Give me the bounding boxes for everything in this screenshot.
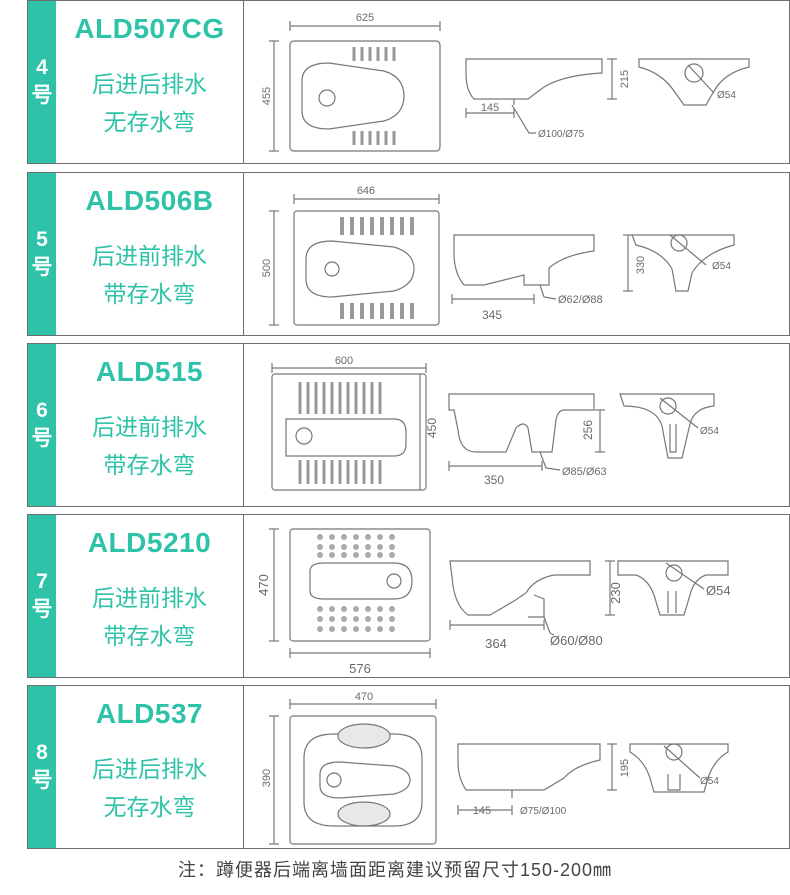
top-width-label: 600 [335, 355, 353, 367]
product-name-cell: ALD5210 后进前排水 带存水弯 [56, 515, 244, 677]
side-length-label: 364 [485, 636, 507, 651]
side-length-label: 145 [481, 102, 499, 114]
product-drain-type: 后进后排水 [92, 756, 207, 782]
product-model: ALD5210 [87, 527, 212, 558]
side-view-drawing [465, 58, 617, 134]
product-row: 6 号 ALD515 后进前排水 带存水弯 600 450 [27, 343, 790, 507]
side-view-drawing [449, 560, 615, 636]
side-height-label: 256 [581, 420, 595, 440]
product-drain-type: 后进前排水 [92, 585, 207, 611]
product-number-suffix: 号 [31, 256, 53, 279]
side-length-label: 345 [482, 308, 502, 322]
product-drain-type: 后进前排水 [92, 243, 207, 269]
product-model: ALD515 [95, 356, 204, 387]
side-length-label: 145 [473, 805, 491, 817]
product-trap-type: 无存水弯 [103, 109, 196, 135]
product-number: 4 [36, 56, 48, 79]
side-height-label: 330 [635, 256, 647, 274]
top-height-label: 470 [256, 574, 271, 596]
product-model: ALD506B [85, 185, 214, 216]
product-name-cell: ALD507CG 后进后排水 无存水弯 [56, 1, 244, 163]
top-view-drawing [271, 363, 427, 491]
technical-drawings: 470 576 364 230 Ø60/Ø80 Ø54 [244, 515, 789, 677]
top-view-drawing [269, 21, 441, 152]
product-number: 5 [36, 228, 48, 251]
product-number-tab: 8 号 [28, 686, 56, 848]
top-view-drawing [269, 699, 437, 845]
product-name-cell: ALD506B 后进前排水 带存水弯 [56, 173, 244, 335]
side-length-label: 350 [484, 473, 504, 487]
top-height-label: 500 [261, 259, 273, 277]
side-pipe-label: Ø85/Ø63 [562, 466, 607, 478]
side-pipe-label: Ø75/Ø100 [520, 806, 567, 817]
product-model: ALD537 [95, 698, 204, 729]
top-width-label: 470 [355, 691, 373, 703]
front-pipe-label: Ø54 [717, 90, 736, 101]
front-pipe-label: Ø54 [712, 261, 731, 272]
top-width-label: 625 [356, 12, 374, 24]
front-view-drawing [619, 393, 715, 459]
top-width-label: 576 [349, 661, 371, 676]
front-view-drawing [638, 58, 750, 106]
technical-drawings: 625 455 145 215 Ø100/Ø75 Ø54 [244, 1, 789, 163]
product-number-tab: 6 号 [28, 344, 56, 506]
side-pipe-label: Ø60/Ø80 [550, 633, 603, 648]
product-number-tab: 5 号 [28, 173, 56, 335]
front-pipe-label: Ø54 [706, 583, 731, 598]
top-view-drawing [269, 194, 440, 326]
product-trap-type: 带存水弯 [103, 623, 196, 649]
side-height-label: 215 [619, 70, 631, 88]
side-view-drawing [451, 234, 633, 304]
top-width-label: 646 [357, 185, 375, 197]
front-view-drawing [631, 234, 735, 292]
product-model: ALD507CG [74, 13, 225, 44]
top-height-label: 450 [425, 418, 439, 438]
product-number: 7 [36, 570, 48, 593]
product-name-cell: ALD515 后进前排水 带存水弯 [56, 344, 244, 506]
technical-drawings: 600 450 350 256 Ø85/Ø63 Ø54 [244, 344, 789, 506]
top-height-label: 455 [261, 87, 273, 105]
product-number: 6 [36, 399, 48, 422]
top-height-label: 390 [261, 769, 273, 787]
product-row: 8 号 ALD537 后进后排水 无存水弯 470 390 [27, 685, 790, 849]
side-height-label: 195 [619, 759, 631, 777]
product-drain-type: 后进后排水 [92, 71, 207, 97]
front-view-drawing [617, 560, 729, 616]
front-pipe-label: Ø54 [700, 776, 719, 787]
technical-drawings: 646 500 345 330 Ø62/Ø88 Ø54 [244, 173, 789, 335]
product-number-tab: 4 号 [28, 1, 56, 163]
product-trap-type: 无存水弯 [103, 794, 196, 820]
installation-note: 注：蹲便器后端离墙面距离建议预留尺寸150-200㎜ [177, 860, 613, 880]
product-trap-type: 带存水弯 [103, 281, 196, 307]
product-row: 7 号 ALD5210 后进前排水 带存水弯 [27, 514, 790, 678]
product-number-suffix: 号 [31, 598, 53, 621]
product-number-suffix: 号 [31, 769, 53, 792]
product-number-suffix: 号 [31, 427, 53, 450]
technical-drawings: 470 390 145 195 Ø75/Ø100 Ø54 [244, 686, 789, 848]
front-pipe-label: Ø54 [700, 426, 719, 437]
product-number-suffix: 号 [31, 84, 53, 107]
product-number-tab: 7 号 [28, 515, 56, 677]
product-drain-type: 后进前排水 [92, 414, 207, 440]
front-view-drawing [629, 743, 729, 793]
side-view-drawing [448, 393, 605, 471]
product-trap-type: 带存水弯 [103, 452, 196, 478]
side-height-label: 230 [608, 582, 623, 604]
product-name-cell: ALD537 后进后排水 无存水弯 [56, 686, 244, 848]
side-view-drawing [457, 743, 617, 815]
product-number: 8 [36, 741, 48, 764]
side-pipe-label: Ø62/Ø88 [558, 294, 603, 306]
top-view-drawing [269, 528, 431, 658]
side-pipe-label: Ø100/Ø75 [538, 129, 585, 140]
product-row: 4 号 ALD507CG 后进后排水 无存水弯 625 455 [27, 0, 790, 164]
product-row: 5 号 ALD506B 后进前排水 带存水弯 646 500 [27, 172, 790, 336]
